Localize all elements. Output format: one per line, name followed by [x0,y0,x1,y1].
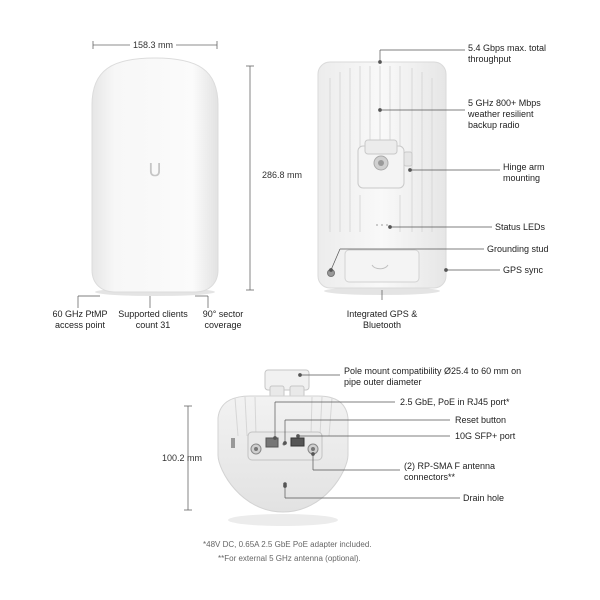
backup-radio-label: 5 GHz 800+ Mbps weather resilient backup… [468,98,541,130]
height-dimension-line [246,65,254,291]
status-leds [376,224,388,226]
ubiquiti-logo-icon: U [148,160,162,181]
footnote-external-antenna: **For external 5 GHz antenna (optional). [218,554,361,563]
gps-sync-label: GPS sync [503,265,544,275]
footnote-adapter: *48V DC, 0.65A 2.5 GbE PoE adapter inclu… [203,540,372,549]
pole-mount-label: Pole mount compatibility Ø25.4 to 60 mm … [344,366,522,387]
grounding-stud-label: Grounding stud [487,244,549,254]
back-device [317,61,447,295]
hinge-label: Hinge arm mounting [503,162,545,183]
sfp-port-label: 10G SFP+ port [455,431,516,441]
drain-hole-label: Drain hole [463,493,505,503]
width-dimension: 158.3 mm [130,40,177,50]
back-leader-lines [329,49,500,300]
front-leader-lines [77,295,209,308]
sector-label: 90° sector coverage [202,309,244,330]
bottom-height-dimension: 100.2 mm [162,453,203,463]
bottom-device [217,369,349,526]
clients-label: Supported clients count 31 [118,309,188,330]
throughput-label: 5.4 Gbps max. total throughput [468,43,547,64]
bottom-leader-lines [273,373,460,499]
front-device [91,57,219,296]
reset-button-label: Reset button [455,415,507,425]
ptmp-label: 60 GHz PtMP access point [52,309,108,330]
antenna-connectors-label: (2) RP-SMA F antenna connectors** [404,461,496,482]
poe-port-label: 2.5 GbE, PoE in RJ45 port* [400,397,510,407]
bottom-height-dimension-line [184,405,192,511]
height-dimension: 286.8 mm [262,170,303,180]
status-leds-label: Status LEDs [495,222,546,232]
integrated-gps-label: Integrated GPS & Bluetooth [346,309,418,330]
